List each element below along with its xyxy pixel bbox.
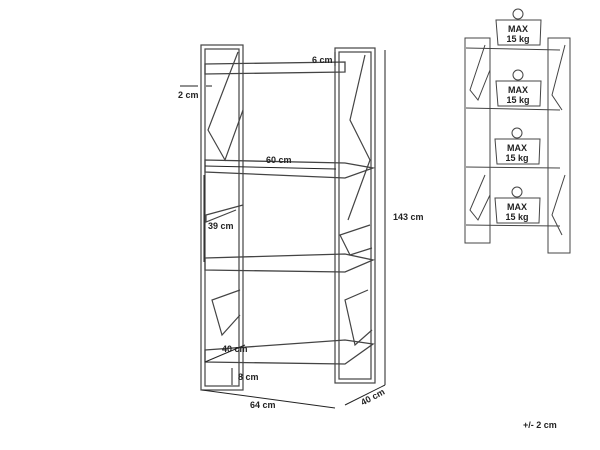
dim-frame-width: 2 cm [178, 90, 199, 100]
dim-shelf-depth: 40 cm [222, 344, 248, 354]
dim-foot-clearance: 8 cm [238, 372, 259, 382]
left-side-frame [200, 44, 244, 391]
shelves [204, 61, 376, 365]
dim-shelf-spacing: 39 cm [208, 221, 234, 231]
dim-total-width: 64 cm [250, 400, 276, 410]
right-side-frame [334, 47, 376, 384]
tolerance-note: +/- 2 cm [523, 420, 557, 430]
dim-top-gap: 6 cm [312, 55, 333, 65]
dimension-lines [180, 50, 386, 409]
weight-icons [494, 8, 542, 224]
load-shelf-drawing [464, 37, 571, 254]
dim-total-height: 143 cm [393, 212, 424, 222]
dim-shelf-width: 60 cm [266, 155, 292, 165]
